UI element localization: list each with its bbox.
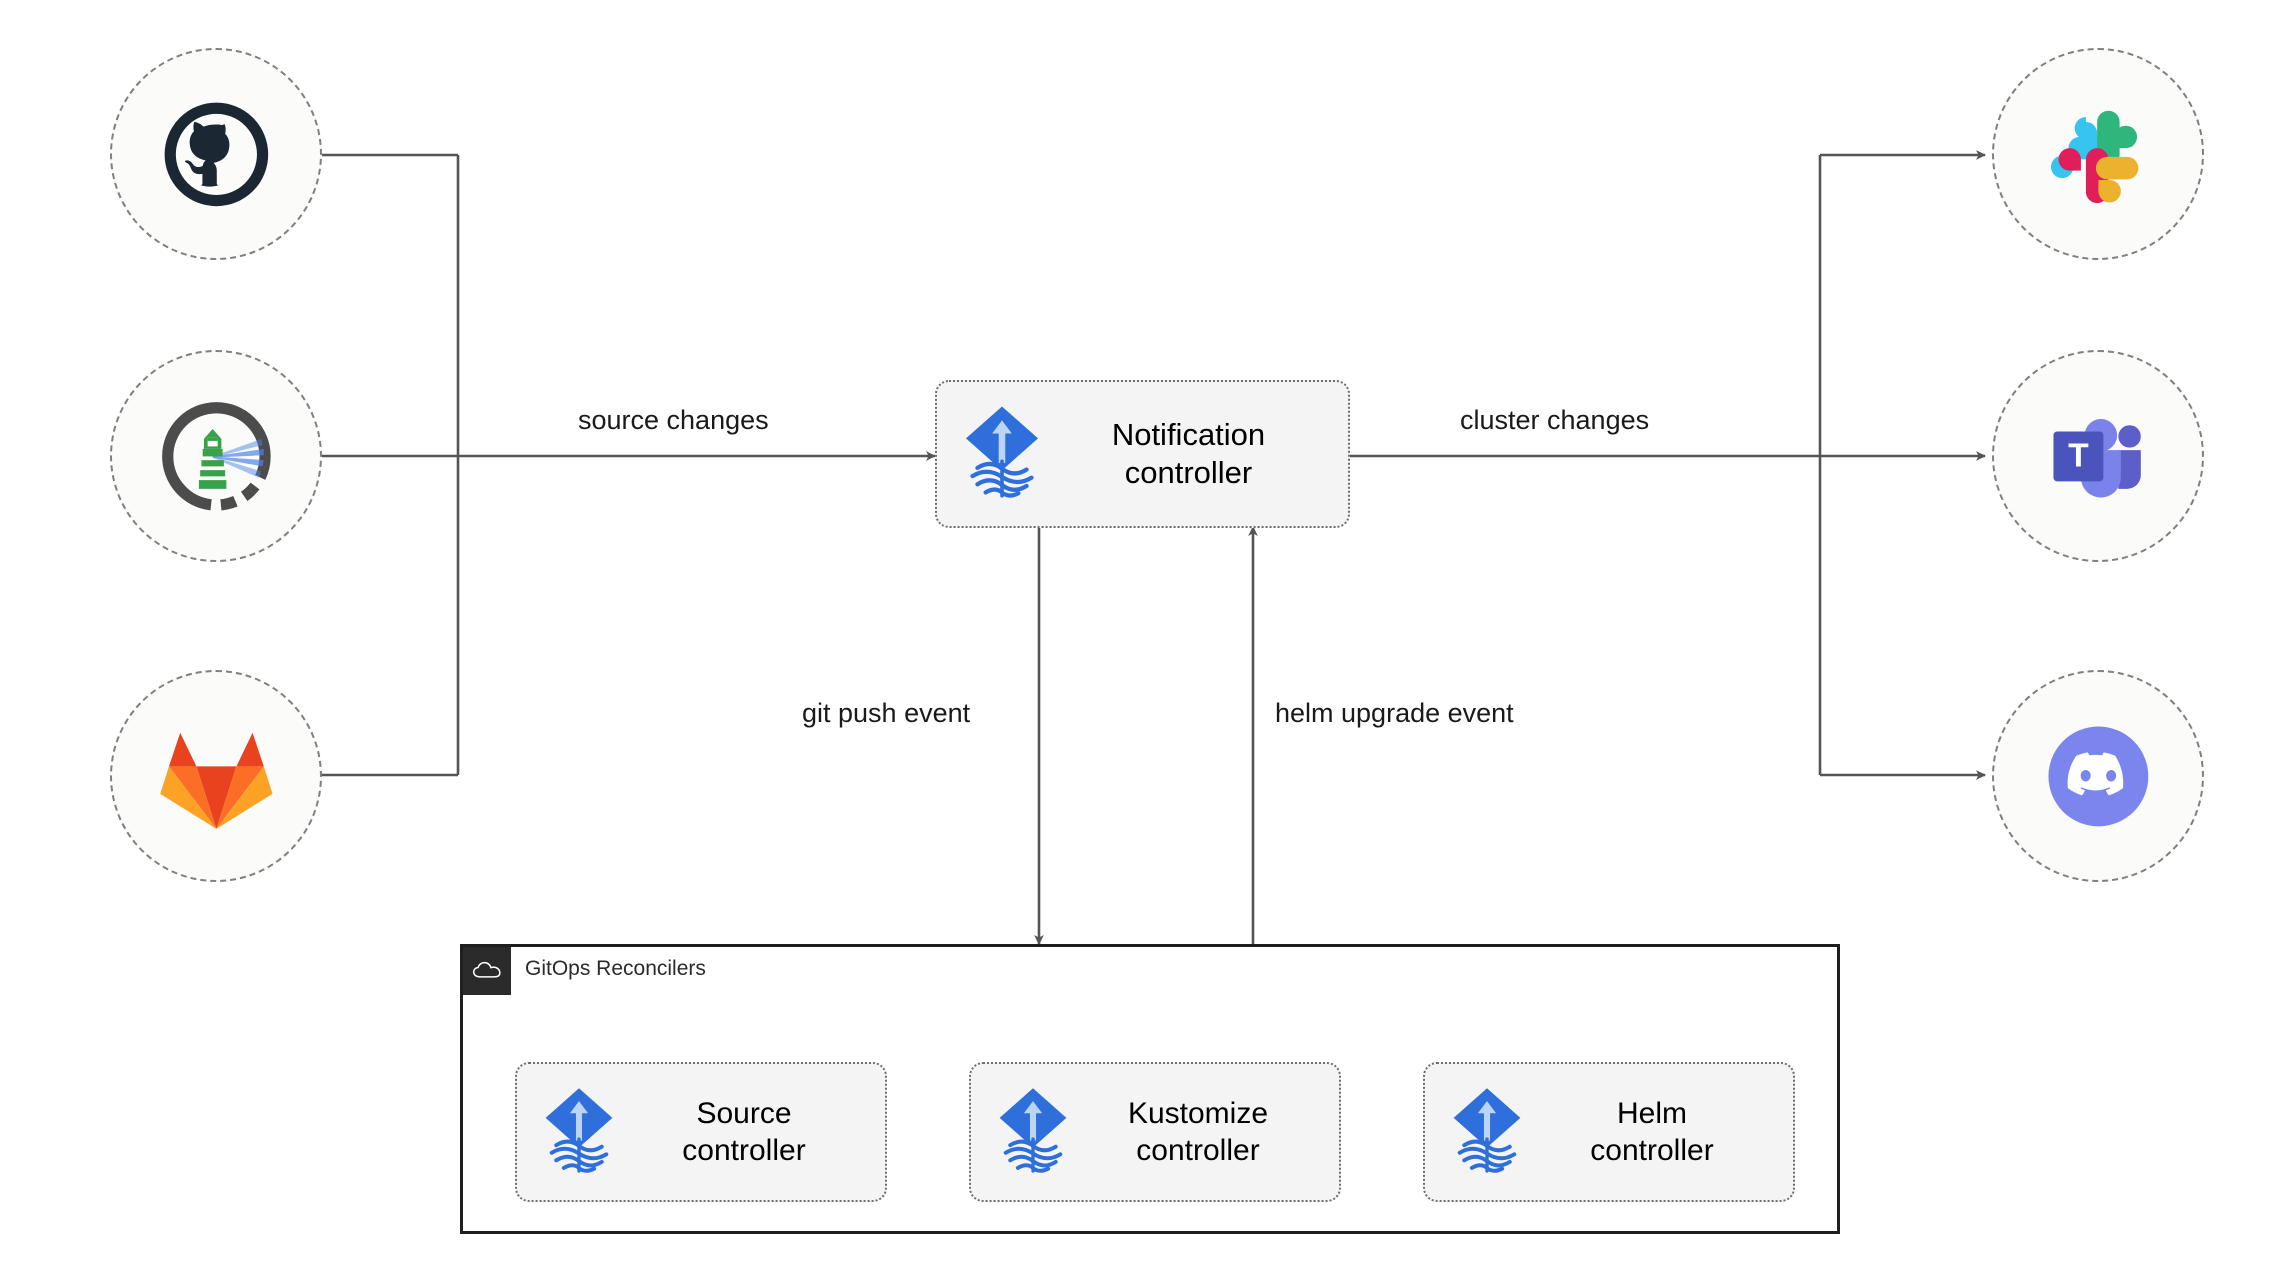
slack-icon [2036,92,2161,217]
gitea-icon [154,394,279,519]
flux-logo-icon [541,1086,617,1179]
source-node-gitea[interactable] [110,350,322,562]
flux-logo-icon [1449,1086,1525,1179]
notification-controller-node[interactable]: Notification controller [935,380,1350,528]
kustomize-controller-node[interactable]: Kustomize controller [969,1062,1341,1202]
cloud-icon [463,947,511,995]
source-node-gitlab[interactable] [110,670,322,882]
github-icon [154,92,279,217]
edge-label-helm-upgrade-event: helm upgrade event [1275,698,1514,728]
kustomize-controller-label: Kustomize controller [1127,1096,1269,1167]
gitlab-icon [154,714,279,839]
target-node-discord[interactable] [1992,670,2204,882]
edge-label-cluster-changes: cluster changes [1460,405,1650,435]
gitops-reconcilers-container: GitOps Reconcilers Source controller [460,944,1840,1234]
source-controller-label: Source controller [682,1096,806,1167]
notification-controller-label: Notification controller [1111,416,1266,490]
source-node-github[interactable] [110,48,322,260]
edge-label-git-push-event: git push event [802,698,971,728]
target-node-teams[interactable]: T [1992,350,2204,562]
helm-controller-node[interactable]: Helm controller [1423,1062,1795,1202]
target-node-slack[interactable] [1992,48,2204,260]
source-controller-node[interactable]: Source controller [515,1062,887,1202]
flux-logo-icon [961,404,1043,504]
teams-icon: T [2036,394,2161,519]
helm-controller-label: Helm controller [1590,1096,1714,1167]
gitops-reconcilers-label: GitOps Reconcilers [525,957,706,980]
svg-text:T: T [2068,437,2089,474]
discord-icon [2036,714,2161,839]
flux-logo-icon [995,1086,1071,1179]
edge-label-source-changes: source changes [578,405,769,435]
